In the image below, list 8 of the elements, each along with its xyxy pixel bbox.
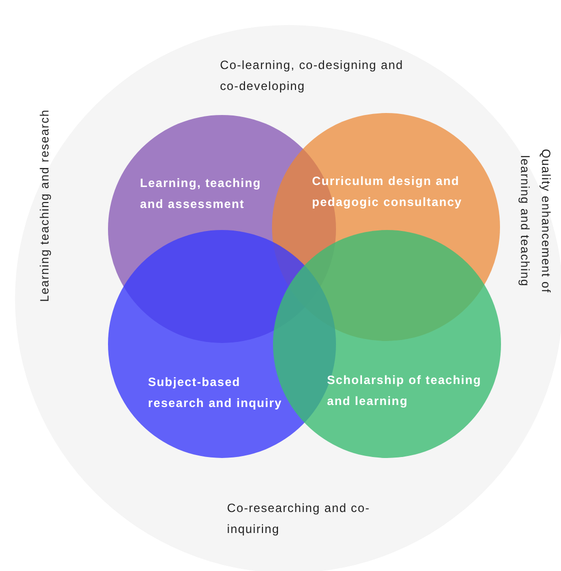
circle-label: Learning, teaching and assessment	[140, 175, 262, 213]
circle-label: Curriculum design and pedagogic consultancy	[312, 173, 464, 211]
group-label: Co-learning, co-designing and co-developing	[220, 57, 404, 95]
circle-label: Subject-based research and inquiry	[148, 374, 284, 412]
circle-label: Scholarship of teaching and learning	[327, 372, 482, 410]
group-label: Co-researching and co-inquiring	[227, 500, 371, 538]
group-label: Quality enhancement of learning and teaching	[517, 148, 554, 296]
group-label: Learning teaching and research	[36, 108, 52, 304]
